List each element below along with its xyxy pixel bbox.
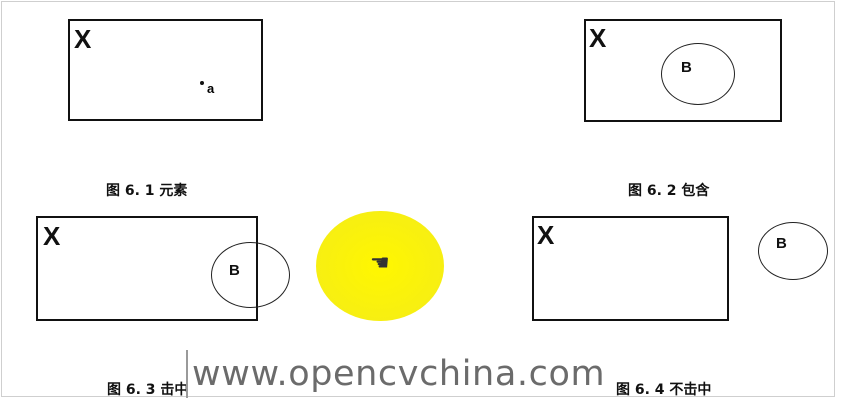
fig-6-4-set-b-label: B — [776, 235, 787, 252]
fig-6-3-set-b-circle — [211, 242, 290, 308]
fig-6-1-caption: 图 6. 1 元素 — [106, 183, 188, 199]
fig-6-2-set-x-rect — [584, 19, 782, 122]
fig-6-2-caption: 图 6. 2 包含 — [628, 183, 710, 199]
watermark-divider — [186, 350, 188, 398]
fig-6-2-set-b-label: B — [681, 59, 692, 76]
fig-6-3-caption: 图 6. 3 击中 — [107, 382, 189, 398]
fig-6-1-element-dot — [200, 81, 204, 85]
fig-6-2-set-x-label: X — [589, 23, 607, 53]
hand-pointer-icon: ☚ — [370, 251, 390, 276]
watermark-text: www.opencvchina.com — [192, 354, 606, 394]
fig-6-2-set-b-circle — [661, 43, 735, 105]
fig-6-1-set-x-rect — [68, 19, 263, 121]
fig-6-4-set-b-circle — [758, 222, 828, 280]
fig-6-4-caption: 图 6. 4 不击中 — [616, 382, 712, 398]
fig-6-3-set-x-label: X — [43, 221, 61, 251]
fig-6-1-set-x-label: X — [74, 24, 92, 54]
fig-6-3-set-b-label: B — [229, 262, 240, 279]
fig-6-4-set-x-label: X — [537, 220, 555, 250]
fig-6-4-set-x-rect — [532, 216, 729, 321]
screen-frame — [1, 1, 835, 397]
cursor-highlight — [316, 211, 444, 321]
fig-6-1-element-label: a — [207, 81, 215, 96]
